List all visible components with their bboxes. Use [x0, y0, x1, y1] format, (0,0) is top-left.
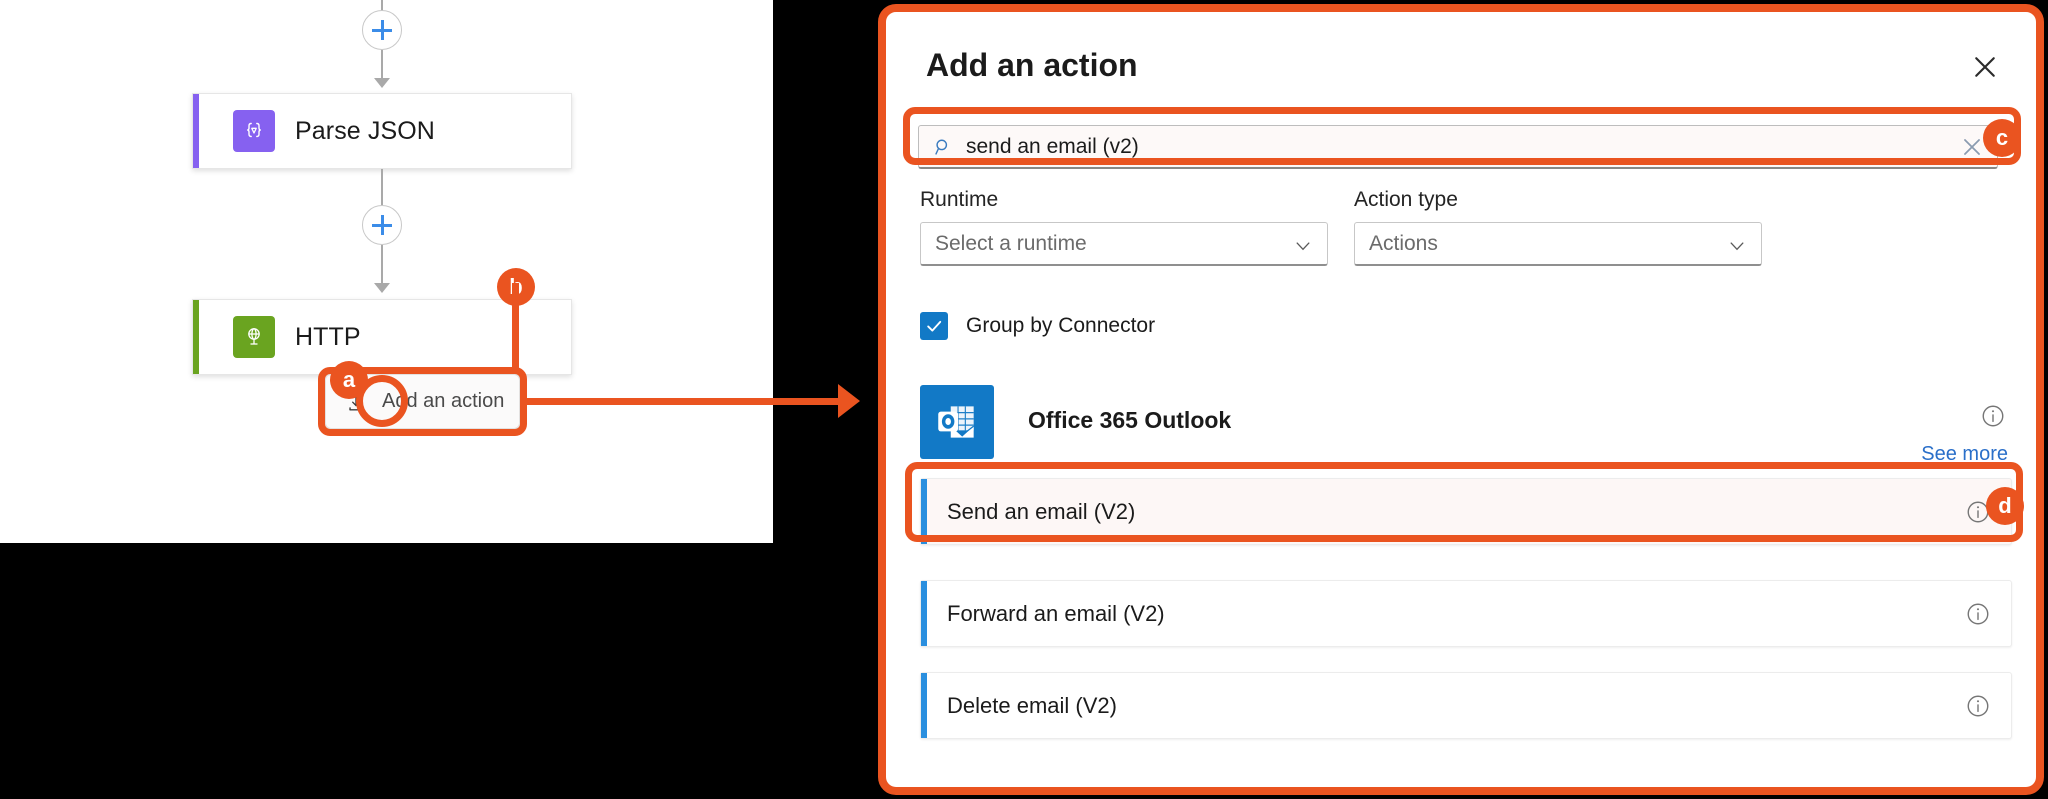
action-type-select-value: Actions: [1369, 231, 1438, 255]
search-input-value: send an email (v2): [966, 134, 1139, 158]
group-by-connector-label: Group by Connector: [966, 314, 1156, 337]
result-accent-stripe: [921, 581, 927, 646]
result-item-delete-email[interactable]: Delete email (V2): [920, 672, 2012, 739]
runtime-label: Runtime: [920, 188, 999, 211]
action-type-label: Action type: [1354, 188, 1458, 211]
workflow-designer-canvas: Parse JSON HTTP: [0, 0, 773, 543]
group-by-connector-checkbox[interactable]: [920, 312, 948, 340]
info-icon[interactable]: [1965, 693, 1991, 719]
callout-badge-c: c: [1983, 119, 2021, 157]
insert-node-plus-middle[interactable]: [362, 205, 402, 245]
runtime-select[interactable]: Select a runtime: [920, 222, 1328, 266]
chevron-down-icon: [1727, 236, 1747, 256]
node-accent-stripe: [193, 94, 199, 168]
group-by-connector-row[interactable]: Group by Connector: [920, 312, 1155, 340]
result-accent-stripe: [921, 479, 927, 544]
search-input[interactable]: send an email (v2): [918, 125, 1998, 169]
panel-title: Add an action: [926, 47, 1138, 83]
close-icon[interactable]: [1968, 50, 2002, 84]
callout-badge-d: d: [1986, 487, 2024, 525]
office365-outlook-icon: [920, 385, 994, 459]
result-item-forward-an-email[interactable]: Forward an email (V2): [920, 580, 2012, 647]
node-label: HTTP: [295, 322, 361, 351]
action-type-select[interactable]: Actions: [1354, 222, 1762, 266]
result-label: Delete email (V2): [947, 692, 1117, 718]
connector-arrow-1: [374, 78, 390, 88]
callout-b-leader-line: [512, 283, 519, 371]
add-an-action-panel: Add an action send an email (v2): [878, 4, 2044, 795]
result-label: Send an email (V2): [947, 498, 1136, 524]
connector-line-1: [381, 50, 383, 82]
connector-line-top: [381, 0, 383, 12]
callout-badge-a: a: [330, 361, 368, 399]
parse-json-icon: [233, 110, 275, 152]
flow-pointer-head: [838, 384, 860, 418]
insert-node-plus-top[interactable]: [362, 10, 402, 50]
flow-pointer-shaft: [520, 398, 840, 405]
result-item-send-an-email[interactable]: Send an email (V2): [920, 478, 2012, 545]
runtime-select-value: Select a runtime: [935, 231, 1087, 255]
info-icon[interactable]: [1980, 403, 2006, 429]
connector-line-2b: [381, 245, 383, 287]
search-row: send an email (v2): [918, 125, 1998, 169]
http-globe-icon: [233, 316, 275, 358]
info-icon[interactable]: [1965, 601, 1991, 627]
search-icon: [933, 137, 953, 157]
result-label: Forward an email (V2): [947, 600, 1165, 626]
see-more-link[interactable]: See more: [1921, 443, 2008, 465]
connector-line-2a: [381, 169, 383, 205]
connector-name: Office 365 Outlook: [1028, 407, 1232, 433]
workflow-node-parse-json[interactable]: Parse JSON: [192, 93, 572, 169]
connector-arrow-2: [374, 283, 390, 293]
chevron-down-icon: [1293, 236, 1313, 256]
add-an-action-label: Add an action: [382, 390, 505, 412]
connector-group-office365-outlook[interactable]: Office 365 Outlook See more: [920, 385, 2012, 467]
clear-icon[interactable]: [1959, 134, 1985, 160]
node-label: Parse JSON: [295, 116, 435, 145]
node-accent-stripe: [193, 300, 199, 374]
result-accent-stripe: [921, 673, 927, 738]
